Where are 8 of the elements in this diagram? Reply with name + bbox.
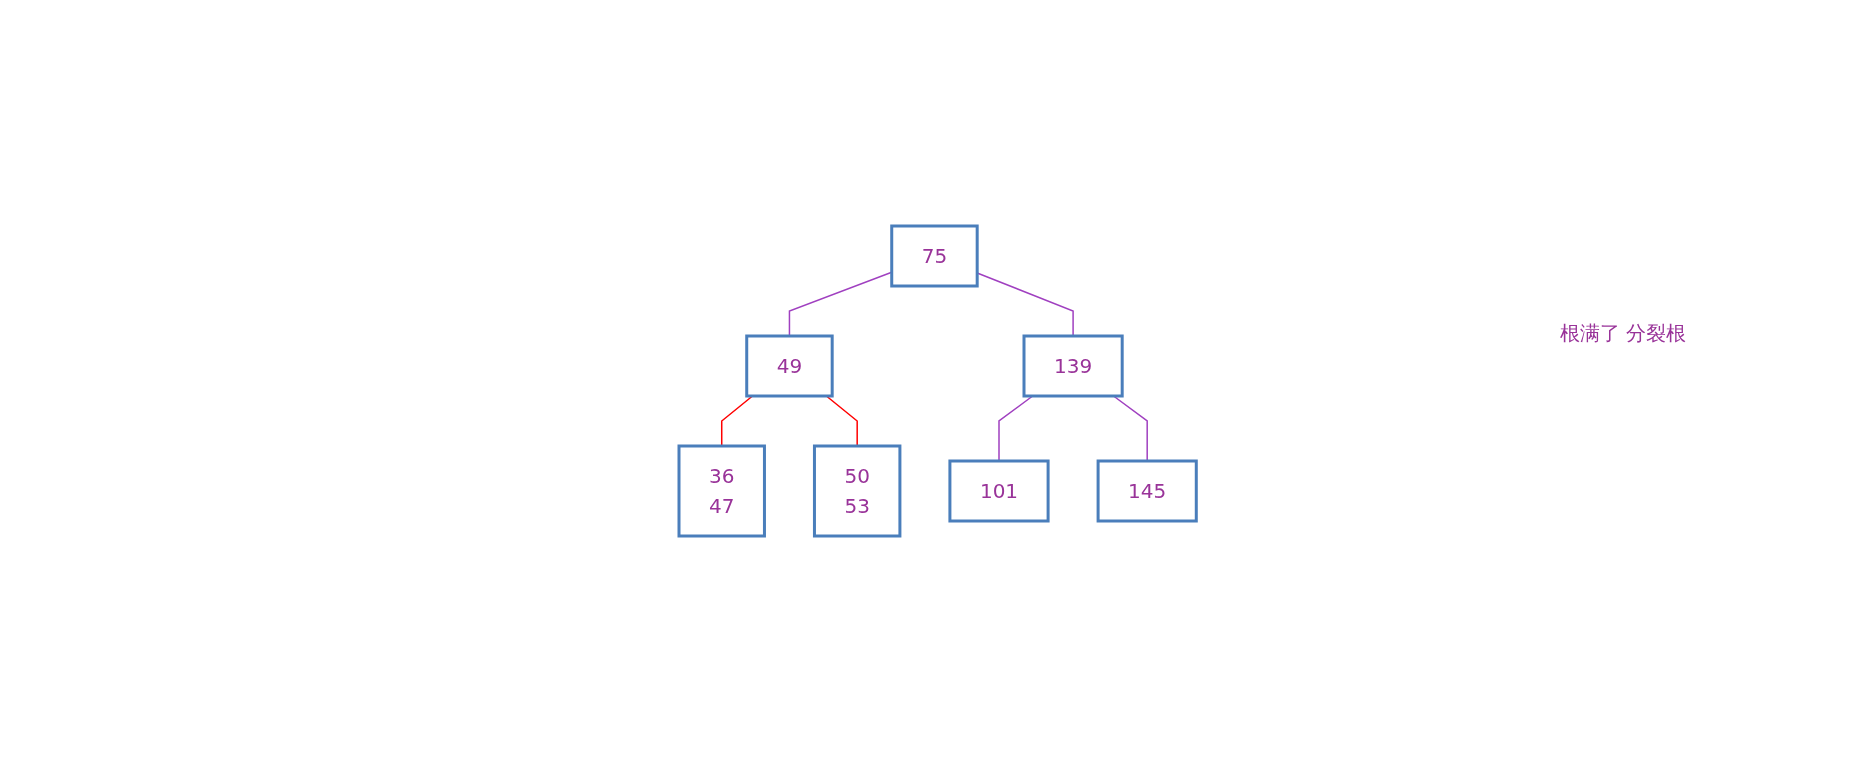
node-box: 139	[1022, 334, 1125, 397]
node-box: 101	[948, 459, 1050, 522]
node-box: 145	[1096, 459, 1199, 522]
node-box: 50 53	[813, 444, 902, 537]
node-box: 49	[745, 334, 835, 397]
note-text: 根满了 分裂根	[1560, 320, 1687, 347]
node-box: 36 47	[677, 444, 767, 537]
node-box: 75	[890, 224, 980, 287]
